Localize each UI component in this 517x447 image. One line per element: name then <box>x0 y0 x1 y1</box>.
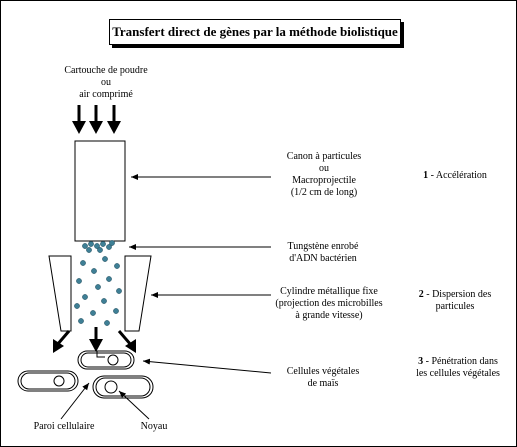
step-3: 3 - Pénétration dans les cellules végéta… <box>405 356 511 380</box>
source-label: Cartouche de poudre ou air comprimé <box>41 65 171 101</box>
cells-label-line-2: de maïs <box>307 378 339 389</box>
cannon-label-line-4: (1/2 cm de long) <box>290 187 358 198</box>
cannon-label-line-2: ou <box>319 163 329 174</box>
cell-right <box>92 375 154 399</box>
leader-cells <box>142 358 272 374</box>
title-text: Transfert direct de gènes par la méthode… <box>112 24 398 39</box>
cell-right-nucleus <box>104 380 118 394</box>
step-1: 1 - Accélération <box>405 170 505 182</box>
tungsten-label-line-2: d'ADN bactérien <box>289 253 357 264</box>
plant-cells <box>17 350 154 399</box>
cannon-label-line-3: Macroprojectile <box>292 175 356 186</box>
cannon-label: Canon à particules ou Macroprojectile (1… <box>259 151 389 199</box>
diagram-title: Transfert direct de gènes par la méthode… <box>109 19 401 45</box>
tungsten-label: Tungstène enrobé d'ADN bactérien <box>263 241 383 265</box>
nucleus-label: Noyau <box>129 421 179 433</box>
cell-left <box>17 370 79 392</box>
nucleus-label-text: Noyau <box>140 421 168 432</box>
step-1-text-1: - Accélération <box>430 170 487 181</box>
wall-label: Paroi cellulaire <box>29 421 99 433</box>
cells-label-line-1: Cellules végétales <box>286 366 360 377</box>
cylinder-left-wall <box>48 255 72 332</box>
push-arrows <box>72 105 121 134</box>
step-1-number: 1 <box>423 170 429 181</box>
leader-wall <box>60 382 90 420</box>
cell-top <box>77 350 135 370</box>
source-line-3: air comprimé <box>79 89 133 100</box>
cylinder-label-line-1: Cylindre métallique fixe <box>280 286 378 297</box>
cells-label: Cellules végétales de maïs <box>263 366 383 390</box>
step-2: 2 - Dispersion des particules <box>405 289 505 313</box>
step-2-number: 2 <box>418 289 424 300</box>
macroprojectile <box>74 140 126 242</box>
cell-top-nucleus <box>107 354 119 366</box>
wall-label-text: Paroi cellulaire <box>33 421 95 432</box>
leader-nucleus <box>118 390 150 420</box>
step-2-text-2: particules <box>435 301 475 312</box>
tungsten-particles <box>74 240 122 326</box>
tungsten-label-line-1: Tungstène enrobé <box>287 241 359 252</box>
step-3-text-1: - Pénétration dans <box>425 356 498 367</box>
cell-left-nucleus <box>53 375 65 387</box>
dispersion-arrows <box>53 327 136 353</box>
cylinder-label-line-3: à grande vitesse) <box>295 310 363 321</box>
source-line-1: Cartouche de poudre <box>64 65 148 76</box>
step-2-text-1: - Dispersion des <box>426 289 492 300</box>
cylinder-label: Cylindre métallique fixe (projection des… <box>261 286 397 322</box>
step-3-number: 3 <box>418 356 424 367</box>
source-line-2: ou <box>101 77 111 88</box>
leader-lines <box>60 174 272 420</box>
cylinder-right-wall <box>124 255 152 332</box>
step-3-text-2: les cellules végétales <box>416 368 500 379</box>
cylinder-label-line-2: (projection des microbilles <box>275 298 383 309</box>
cannon-label-line-1: Canon à particules <box>286 151 362 162</box>
